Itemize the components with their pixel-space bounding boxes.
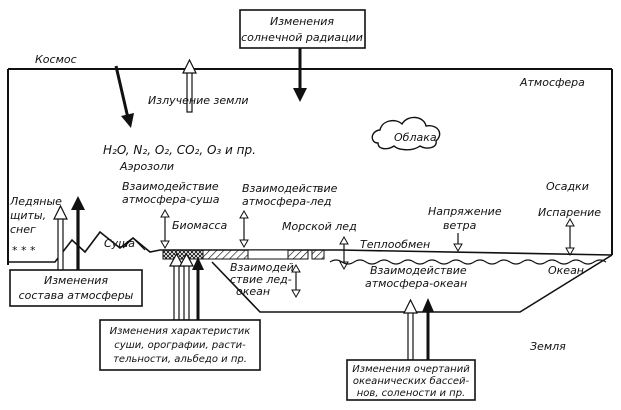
- ice-ocean-label-3: океан: [236, 285, 270, 298]
- ocean-hollow-arrow-head: [403, 298, 418, 314]
- chemistry-label: H₂O, N₂, O₂, CO₂, O₃ и пр.: [103, 143, 256, 157]
- atm-ice-label-1: Взаимодейст-: [242, 182, 322, 195]
- land-hollow-arrow-1-head: [168, 252, 185, 267]
- precipitation-label: Осадки: [546, 180, 589, 193]
- clouds-label: Облака: [394, 131, 437, 144]
- wind-stress-label-1: Напряжение: [428, 205, 502, 218]
- sea-ice-label: Морской лед: [282, 220, 357, 233]
- atm-composition-line1: Изменения: [44, 274, 108, 287]
- solar-radiation-box: [239, 9, 366, 49]
- land-surface: [8, 230, 613, 263]
- atm-land-arrow-down: [160, 240, 170, 250]
- snow-stars: * * *: [12, 244, 36, 257]
- atm-land-arrow-up: [160, 208, 170, 218]
- atm-ice-arrow-down: [239, 239, 249, 249]
- ice-ocean-arrow-up: [291, 263, 301, 273]
- ice-sheets-label-1: Ледяные: [9, 195, 62, 208]
- land-black-arrow-head: [192, 257, 204, 270]
- space-label: Космос: [35, 53, 77, 66]
- land-changes-line3: тельности, альбедо и пр.: [113, 353, 247, 365]
- atm-composition-line2: состава атмосферы: [19, 289, 134, 302]
- atm-ice-arrow-up: [239, 209, 249, 219]
- earth-radiation-label: Излучение земли: [148, 94, 249, 107]
- composition-arrow-head: [71, 196, 85, 210]
- aerosols-label: Аэрозоли: [119, 160, 174, 173]
- biomass-label: Биомасса: [172, 219, 228, 232]
- ice-ocean-arrow-down: [291, 289, 301, 299]
- wind-arrow-head: [453, 243, 463, 253]
- ocean-wave: [329, 259, 607, 265]
- ocean-changes-line2: океанических бассей-: [353, 375, 470, 387]
- ice-sheets-label-3: снег: [10, 223, 36, 236]
- space-arrow-head: [121, 113, 134, 128]
- ocean-changes-line1: Изменения очертаний: [352, 364, 470, 375]
- ocean-basin: [211, 254, 613, 313]
- land-hollow-arrow-2: [183, 263, 190, 321]
- atm-ice-label-3: атмосфера-лед: [242, 195, 332, 208]
- sea-ice-strip-1: [287, 249, 309, 260]
- atm-land-label-1: Взаимодействие: [122, 180, 219, 193]
- solar-box-line2: солнечной радиации: [241, 31, 363, 44]
- ocean-hollow-arrow: [407, 311, 414, 361]
- cloud-shape: [371, 116, 441, 151]
- evap-arrow-down: [565, 247, 575, 257]
- ice-gap-strip: [247, 249, 289, 260]
- ocean-changes-line3: нов, солености и пр.: [357, 388, 465, 399]
- wind-stress-label-2: ветра: [443, 219, 477, 232]
- ice-hollow-arrow-head: [53, 204, 68, 220]
- atm-ocean-label-1: Взаимодействие: [370, 264, 467, 277]
- earth-radiation-arrow-head: [182, 58, 197, 74]
- ice-ocean-label-2: ствие лед-: [230, 273, 292, 286]
- atm-ocean-label-2: атмосфера-океан: [365, 277, 467, 290]
- mountain-peak: [122, 237, 146, 251]
- solar-box-line1: Изменения: [270, 15, 334, 28]
- biomass-strip: [162, 249, 204, 260]
- land-changes-line1: Изменения характеристик: [110, 326, 251, 337]
- atm-composition-box: [9, 269, 143, 307]
- earth-label: Земля: [530, 340, 566, 353]
- land-hollow-arrow-2-head: [178, 252, 195, 267]
- solar-arrow-head: [293, 88, 307, 102]
- land-hollow-arrow-1: [173, 263, 180, 321]
- land-changes-box: [99, 319, 261, 371]
- heat-exchange-label: Теплообмен: [360, 238, 430, 251]
- evaporation-label: Испарение: [538, 206, 601, 219]
- ocean-black-arrow-head: [422, 298, 434, 312]
- atm-ice-label-2: вие: [317, 182, 338, 195]
- atmosphere-label: Атмосфера: [519, 76, 585, 89]
- land-changes-line2: суши, орографии, расти-: [114, 340, 246, 351]
- ice-sheets-label-2: щиты,: [10, 209, 46, 222]
- ice-hollow-arrow-shaft: [57, 217, 64, 279]
- sea-ice-strip-2: [311, 249, 325, 260]
- heat-arrow-up: [339, 235, 349, 245]
- land-label: Суша: [104, 237, 135, 250]
- ocean-changes-box: [346, 359, 476, 401]
- ocean-label: Океан: [548, 264, 584, 277]
- atm-land-label-2: атмосфера-суша: [122, 193, 220, 206]
- space-arrow-line: [114, 65, 130, 119]
- evap-arrow-up: [565, 217, 575, 227]
- ice-ocean-label-1: Взаимодей-: [230, 261, 298, 274]
- land-ice-strip: [202, 249, 249, 260]
